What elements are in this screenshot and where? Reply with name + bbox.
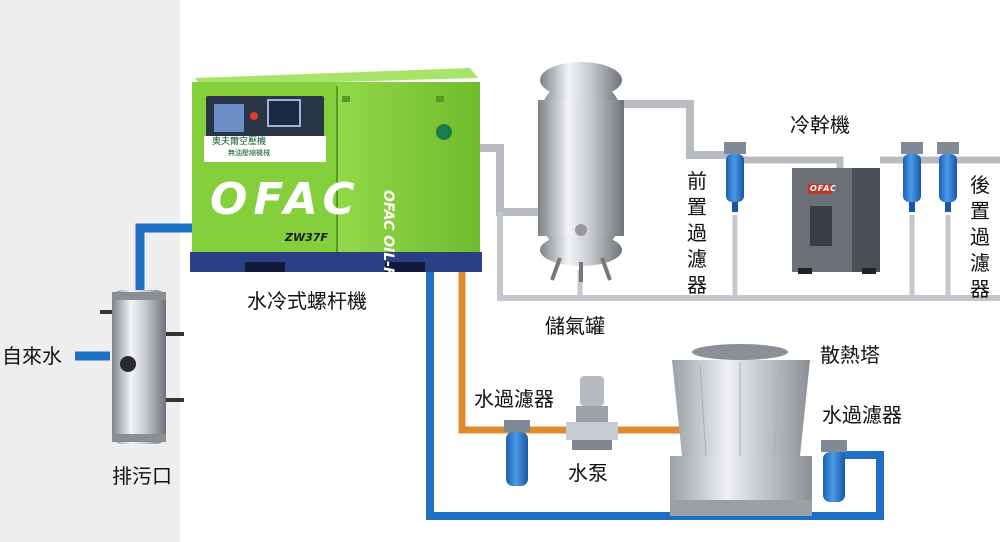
air-tank-label: 儲氣罐 xyxy=(545,314,605,338)
water-filter-left-label: 水過濾器 xyxy=(474,387,554,411)
pre-filter-label: 前置過濾器 xyxy=(687,169,707,297)
compressor-panel-line1: 奥夫爾空壓機 xyxy=(212,137,267,147)
water-filter-right-label: 水過濾器 xyxy=(822,403,902,427)
filter-icon xyxy=(937,142,959,212)
dryer-brand: OFAC xyxy=(810,184,838,193)
pump-label: 水泵 xyxy=(568,461,608,485)
cooling-return-pipe xyxy=(426,270,884,520)
softener-to-compressor-pipe xyxy=(135,223,200,300)
tap-water-label: 自來水 xyxy=(2,344,62,368)
background-panel xyxy=(0,0,180,542)
pump-icon xyxy=(566,376,618,450)
filter-icon xyxy=(901,142,923,212)
filter-icon xyxy=(724,142,746,212)
air-pipe-compressor-tank xyxy=(478,144,540,216)
filter-icon xyxy=(504,420,530,486)
filter-icon xyxy=(821,440,847,502)
compressor-model: ZW37F xyxy=(285,231,328,244)
compressor-panel-line2: 無油壓縮機械 xyxy=(228,149,270,157)
air-pipe-tank-prefilter xyxy=(620,100,735,159)
compressor-brand: OFAC xyxy=(210,174,361,225)
post-filter-label: 後置過濾器 xyxy=(970,173,990,301)
softener-icon xyxy=(100,290,184,444)
dryer-icon xyxy=(792,168,880,274)
air-tank-icon xyxy=(538,62,624,282)
compressor-icon xyxy=(190,68,482,272)
drain-label: 排污口 xyxy=(112,464,172,488)
drain-line xyxy=(497,212,1000,301)
dryer-label: 冷幹機 xyxy=(790,113,850,137)
cooling-tower-label: 散熱塔 xyxy=(820,343,880,367)
cooling-tower-icon xyxy=(670,344,812,516)
compressor-side-text: OFAC OIL-FREE xyxy=(380,190,396,307)
compressor-label: 水冷式螺杆機 xyxy=(247,289,367,313)
